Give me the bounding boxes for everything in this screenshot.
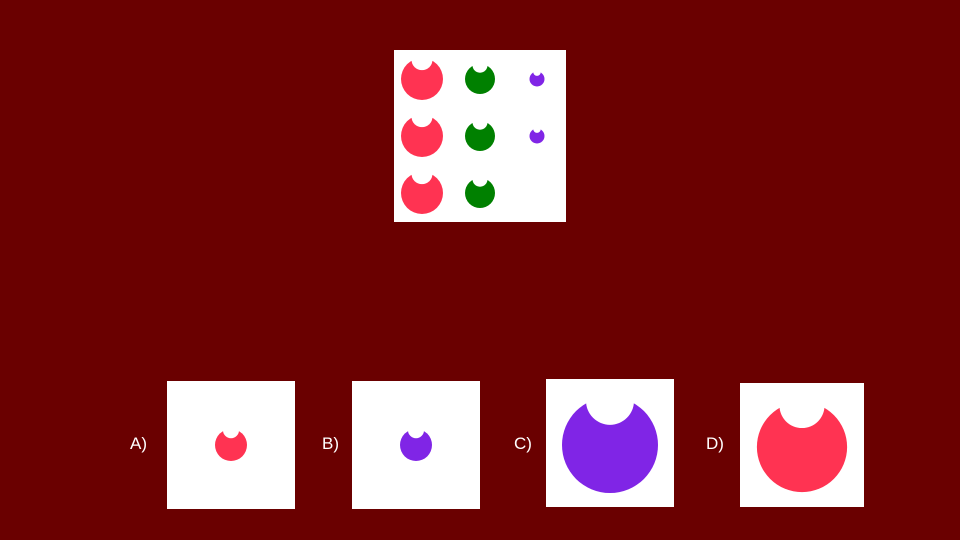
option-d[interactable] xyxy=(740,383,864,507)
matrix-cell-1-2-circle-with-notch-icon xyxy=(465,57,495,94)
option-a[interactable] xyxy=(167,381,295,509)
option-b-figure xyxy=(400,422,432,461)
puzzle-matrix xyxy=(394,50,566,222)
option-d-figure xyxy=(756,383,848,493)
option-b-circle-with-notch-icon xyxy=(400,422,432,461)
option-c-label: C) xyxy=(514,434,532,453)
option-a-circle-with-notch-icon xyxy=(215,422,247,461)
matrix-cell-3-1-circle-with-notch-icon xyxy=(401,163,443,214)
option-a-label: A) xyxy=(130,434,147,453)
option-d-label: D) xyxy=(706,434,724,453)
option-b-label: B) xyxy=(322,434,339,453)
matrix-cell-3-2-circle-with-notch-icon xyxy=(465,171,495,208)
option-c-circle-with-notch-icon xyxy=(562,379,658,493)
option-b[interactable] xyxy=(352,381,480,509)
matrix-grid xyxy=(401,50,545,214)
matrix-cell-1-1-circle-with-notch-icon xyxy=(401,50,443,100)
matrix-cell-2-3-circle-with-notch-icon xyxy=(529,125,545,144)
matrix-cell-1-3-circle-with-notch-icon xyxy=(529,68,545,87)
option-a-figure xyxy=(215,422,247,461)
matrix-cell-2-2-circle-with-notch-icon xyxy=(465,114,495,151)
option-d-circle-with-notch-icon xyxy=(756,383,848,493)
matrix-cell-2-1-circle-with-notch-icon xyxy=(401,106,443,157)
option-c-figure xyxy=(562,379,658,493)
option-c[interactable] xyxy=(546,379,674,507)
